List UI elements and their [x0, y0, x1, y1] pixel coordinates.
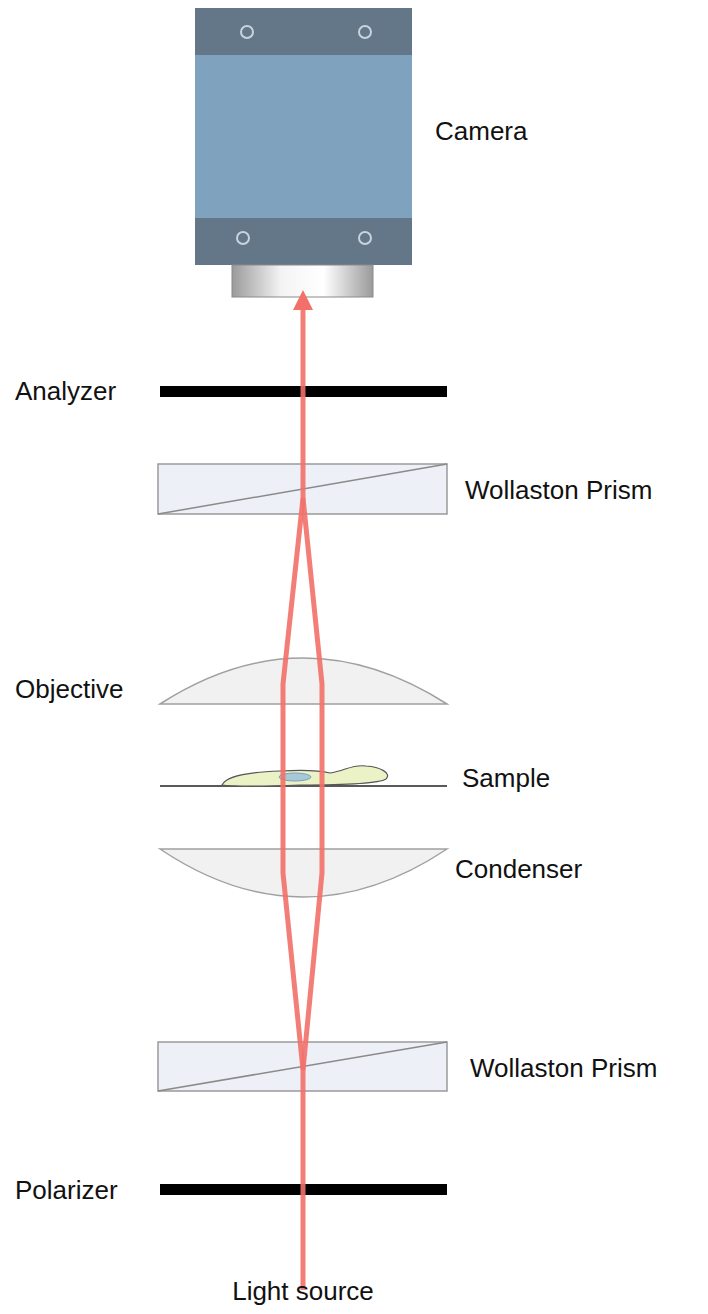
sample-slide: [160, 766, 447, 787]
part-label: Wollaston Prism: [465, 475, 652, 505]
part-label: Light source: [232, 1276, 374, 1306]
objective-lens: [160, 658, 447, 704]
part-label: Analyzer: [15, 376, 116, 406]
part-label: Camera: [435, 116, 527, 146]
part-label: Wollaston Prism: [470, 1053, 657, 1083]
camera-body: [195, 8, 412, 297]
light-beam: [283, 300, 322, 1290]
part-label: Condenser: [455, 854, 582, 884]
part-label: Sample: [462, 763, 550, 793]
part-label: Polarizer: [15, 1175, 118, 1205]
condenser-lens: [160, 849, 447, 897]
part-label: Objective: [15, 674, 123, 704]
